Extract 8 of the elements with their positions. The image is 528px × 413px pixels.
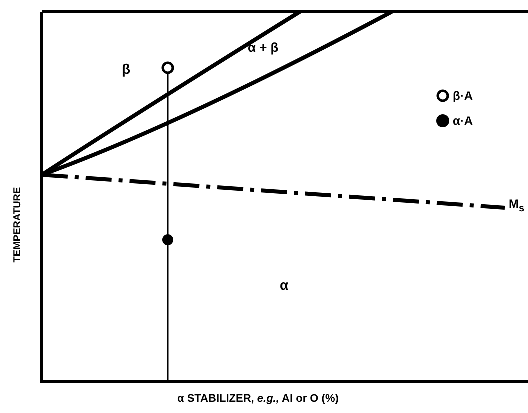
phase-label: α bbox=[280, 278, 289, 292]
curve-label: M$_{s}$ bbox=[509, 198, 525, 214]
phase-label: β bbox=[122, 62, 131, 76]
axis-title: TEMPERATURE bbox=[13, 187, 24, 263]
phase-label: α + β bbox=[248, 41, 279, 54]
legend-label: α·A bbox=[453, 115, 474, 127]
legend-label: β·A bbox=[453, 90, 473, 102]
axis-title: α STABILIZER, e.g., Al or O (%) bbox=[178, 394, 339, 405]
